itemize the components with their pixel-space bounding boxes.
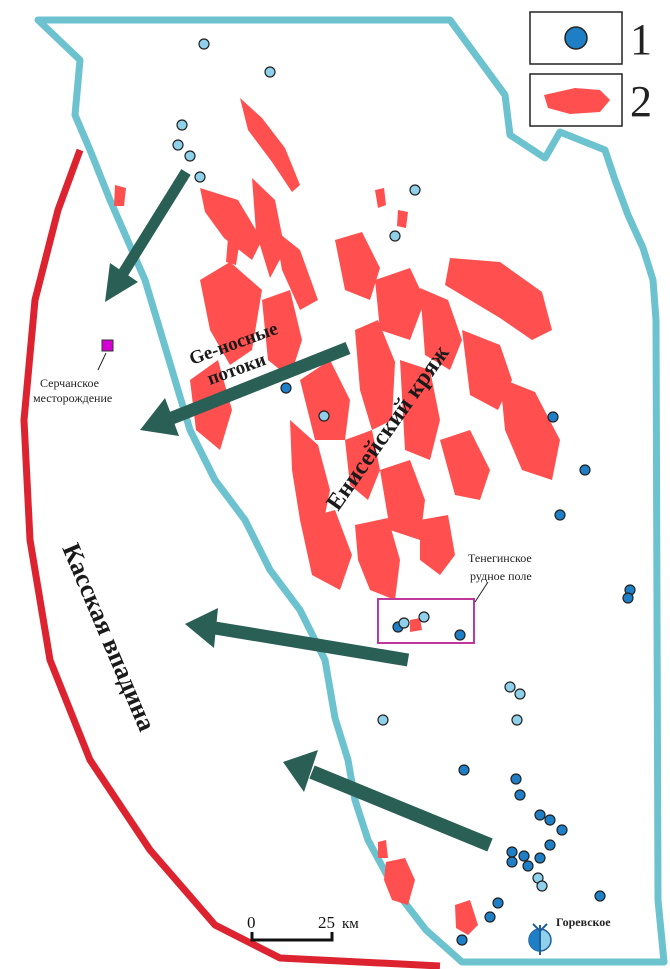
flow-arrow-1 xyxy=(105,169,191,302)
tenegin-leader-line xyxy=(474,581,489,603)
deposit-circle-icon xyxy=(564,26,588,50)
ge-flow-arrows xyxy=(105,169,493,852)
tenegin-label-line1: Тенегинское xyxy=(468,551,532,565)
serchanskoe-label-line2: месторождение xyxy=(33,391,112,405)
legend-number-2: 2 xyxy=(630,77,652,126)
gorevskoe-deposit-marker xyxy=(528,923,552,955)
scale-end: 25 xyxy=(318,913,335,932)
granite-bodies xyxy=(114,98,560,935)
scale-unit: км xyxy=(342,916,359,932)
flow-arrow-3 xyxy=(185,608,410,667)
serchanskoe-label-line1: Серчанское xyxy=(40,376,99,390)
tenegin-field-box xyxy=(377,598,475,644)
scale-bar: 0 25 км xyxy=(247,913,359,942)
depression-label: Касская впадина xyxy=(56,539,161,735)
deposit-points xyxy=(172,38,636,946)
depression-boundary xyxy=(20,148,441,969)
serchanskoe-deposit-marker xyxy=(101,339,114,352)
legend-box-1 xyxy=(529,11,623,65)
scale-start: 0 xyxy=(247,913,256,932)
flow-arrow-4 xyxy=(283,750,493,852)
serchanskoe-leader-line xyxy=(97,352,107,371)
legend: 1 2 xyxy=(529,11,652,127)
legend-number-1: 1 xyxy=(630,15,652,64)
granite-body-icon xyxy=(544,88,610,114)
gorevskoe-label: Горевское xyxy=(556,915,611,929)
ridge-boundary xyxy=(34,16,668,966)
flow-arrow-2 xyxy=(140,341,351,436)
tenegin-label-line2: рудное поле xyxy=(470,569,532,583)
